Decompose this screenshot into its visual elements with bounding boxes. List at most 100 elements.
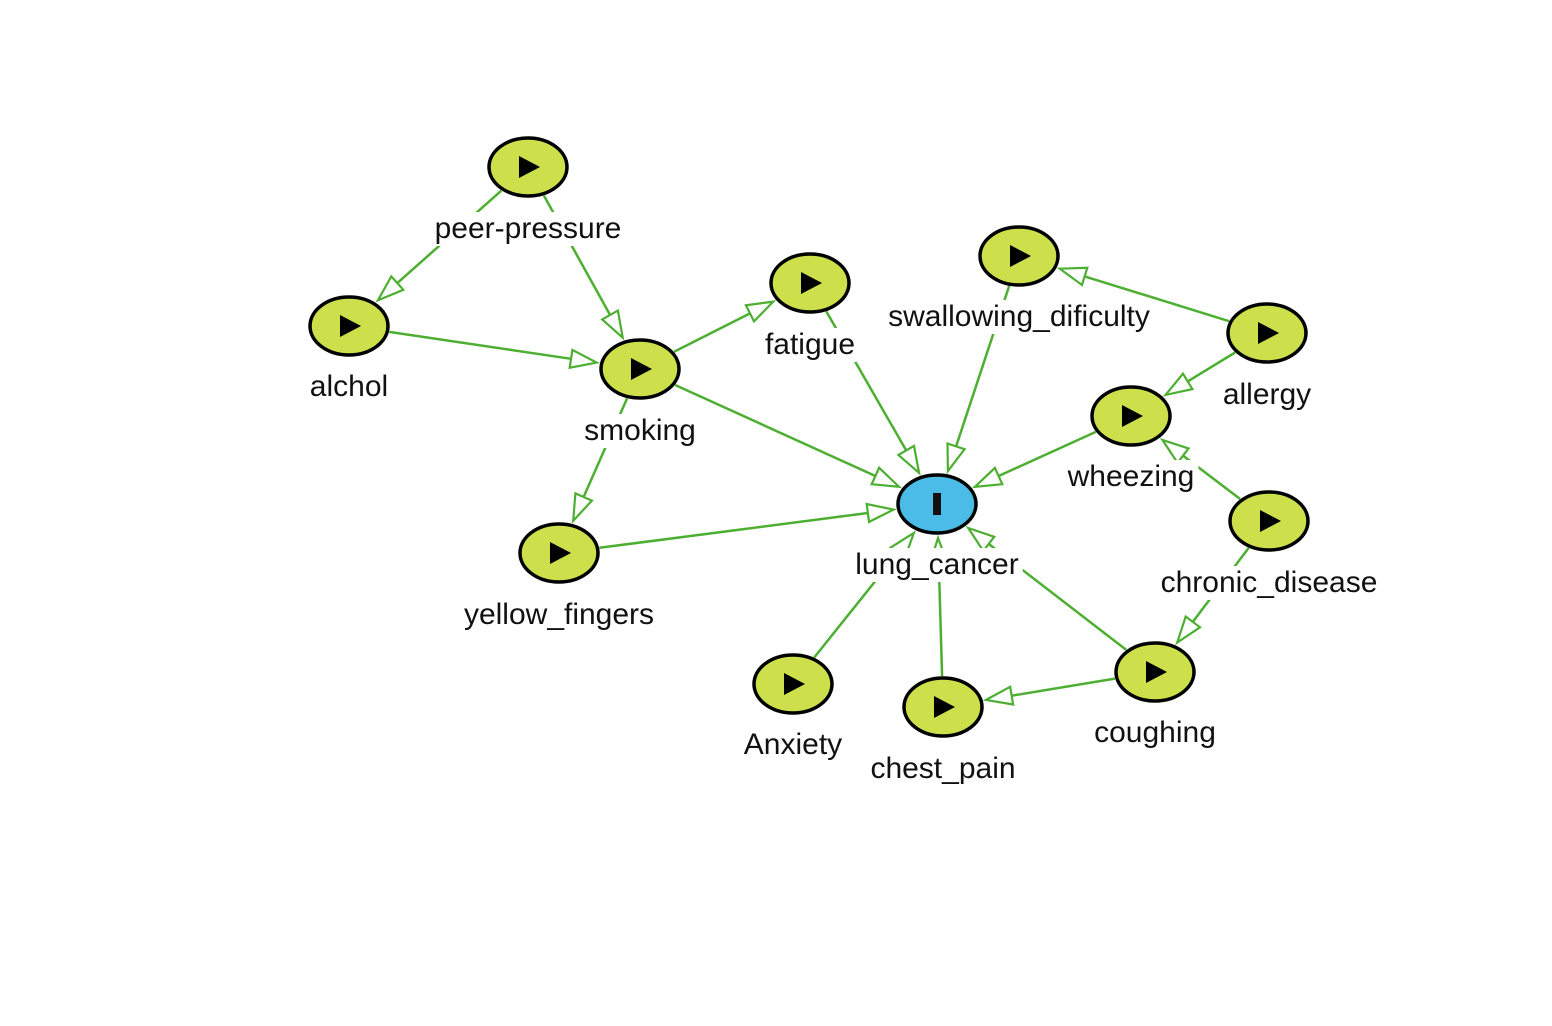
play-triangle-icon bbox=[1258, 322, 1279, 344]
arrowhead bbox=[375, 274, 406, 303]
edge-allergy-to-swallowing_dificulty bbox=[1056, 266, 1230, 323]
play-triangle-icon bbox=[801, 272, 822, 294]
arrowhead bbox=[865, 502, 897, 524]
edge-line bbox=[389, 330, 572, 361]
play-triangle-icon bbox=[340, 315, 361, 337]
arrowhead bbox=[946, 441, 967, 475]
arrowhead bbox=[982, 685, 1015, 706]
node-label-group-lung_cancer: lung_cancer bbox=[851, 548, 1023, 582]
play-triangle-icon bbox=[631, 358, 652, 380]
node-label-group-chest_pain: chest_pain bbox=[866, 752, 1020, 786]
label-halo bbox=[1063, 460, 1199, 494]
play-triangle-icon bbox=[1010, 245, 1031, 267]
arrowhead bbox=[568, 348, 601, 370]
arrowhead bbox=[971, 466, 1004, 489]
label-halo bbox=[580, 414, 700, 448]
edge-coughing-to-lung_cancer bbox=[965, 525, 1128, 651]
node-label-anxiety: Anxiety bbox=[744, 728, 842, 761]
arrowhead bbox=[870, 465, 903, 489]
play-triangle-icon bbox=[784, 673, 805, 695]
arrowhead bbox=[1159, 437, 1191, 465]
node-label-group-peer_pressure: peer-pressure bbox=[430, 212, 626, 246]
node-yellow_fingers[interactable] bbox=[518, 522, 600, 584]
edge-wheezing-to-lung_cancer bbox=[971, 430, 1097, 489]
node-label-smoking: smoking bbox=[584, 414, 696, 447]
edge-allergy-to-wheezing bbox=[1162, 351, 1236, 397]
node-label-group-coughing: coughing bbox=[1090, 716, 1220, 750]
node-label-group-anxiety: Anxiety bbox=[739, 728, 847, 762]
edge-line bbox=[998, 430, 1097, 478]
node-chest_pain[interactable] bbox=[902, 676, 984, 738]
arrowhead bbox=[1175, 614, 1202, 646]
arrowhead bbox=[1162, 371, 1195, 397]
edge-line bbox=[1187, 351, 1236, 383]
play-triangle-icon bbox=[519, 156, 540, 178]
label-halo bbox=[851, 548, 1023, 582]
node-label-group-chronic_disease: chronic_disease bbox=[1156, 566, 1382, 600]
edge-alchol-to-smoking bbox=[389, 330, 601, 370]
node-label-peer_pressure: peer-pressure bbox=[435, 212, 622, 245]
edge-coughing-to-chest_pain bbox=[982, 677, 1116, 706]
outcome-bar-icon bbox=[933, 493, 941, 515]
label-halo bbox=[430, 212, 626, 246]
edge-smoking-to-lung_cancer bbox=[674, 383, 903, 489]
labels-layer: peer-pressure alchol smoking fatigue swallow… bbox=[305, 212, 1382, 786]
label-halo bbox=[739, 728, 847, 762]
label-halo bbox=[1156, 566, 1382, 600]
node-label-group-yellow_fingers: yellow_fingers bbox=[460, 598, 659, 632]
arrowhead bbox=[896, 444, 921, 476]
node-label-fatigue: fatigue bbox=[765, 328, 855, 361]
node-label-allergy: allergy bbox=[1223, 378, 1311, 411]
node-label-group-wheezing: wheezing bbox=[1063, 460, 1199, 494]
label-halo bbox=[1218, 378, 1316, 412]
node-label-group-fatigue: fatigue bbox=[761, 328, 860, 362]
arrowhead bbox=[600, 308, 625, 341]
edge-line bbox=[1011, 677, 1116, 697]
edge-line bbox=[599, 511, 868, 550]
node-label-alchol: alchol bbox=[310, 370, 388, 403]
play-triangle-icon bbox=[550, 542, 571, 564]
node-label-coughing: coughing bbox=[1094, 716, 1216, 749]
arrowhead bbox=[571, 491, 594, 524]
node-label-yellow_fingers: yellow_fingers bbox=[464, 598, 654, 631]
node-lung_cancer[interactable] bbox=[896, 473, 978, 535]
play-triangle-icon bbox=[1122, 405, 1143, 427]
label-halo bbox=[761, 328, 860, 362]
edge-yellow_fingers-to-lung_cancer bbox=[599, 502, 897, 550]
edge-line bbox=[673, 312, 751, 353]
node-anxiety[interactable] bbox=[752, 653, 834, 715]
node-label-wheezing: wheezing bbox=[1067, 460, 1195, 493]
node-label-swallowing_dificulty: swallowing_dificulty bbox=[888, 300, 1150, 333]
node-label-group-smoking: smoking bbox=[580, 414, 700, 448]
label-halo bbox=[1090, 716, 1220, 750]
node-label-chest_pain: chest_pain bbox=[870, 752, 1015, 785]
edge-smoking-to-fatigue bbox=[673, 300, 777, 353]
edge-line bbox=[1084, 275, 1230, 323]
node-label-lung_cancer: lung_cancer bbox=[855, 548, 1018, 581]
label-halo bbox=[305, 370, 393, 404]
node-label-group-alchol: alchol bbox=[305, 370, 393, 404]
arrowhead bbox=[1056, 266, 1089, 287]
label-halo bbox=[460, 598, 659, 632]
arrowhead bbox=[965, 525, 997, 553]
play-triangle-icon bbox=[1146, 661, 1167, 683]
node-peer_pressure[interactable] bbox=[487, 136, 569, 198]
node-smoking[interactable] bbox=[599, 338, 681, 400]
nodes-layer bbox=[308, 136, 1310, 738]
edge-line bbox=[674, 383, 876, 478]
node-swallowing_dificulty[interactable] bbox=[978, 225, 1060, 287]
node-chronic_disease[interactable] bbox=[1228, 490, 1310, 552]
edge-line bbox=[937, 563, 944, 677]
node-label-group-swallowing_dificulty: swallowing_dificulty bbox=[884, 300, 1154, 334]
label-halo bbox=[866, 752, 1020, 786]
play-triangle-icon bbox=[934, 696, 955, 718]
label-halo bbox=[884, 300, 1154, 334]
node-coughing[interactable] bbox=[1114, 641, 1196, 703]
node-alchol[interactable] bbox=[308, 295, 390, 357]
arrowhead bbox=[744, 300, 777, 324]
node-label-chronic_disease: chronic_disease bbox=[1161, 566, 1378, 599]
node-fatigue[interactable] bbox=[769, 252, 851, 314]
node-wheezing[interactable] bbox=[1090, 385, 1172, 447]
node-allergy[interactable] bbox=[1226, 302, 1308, 364]
